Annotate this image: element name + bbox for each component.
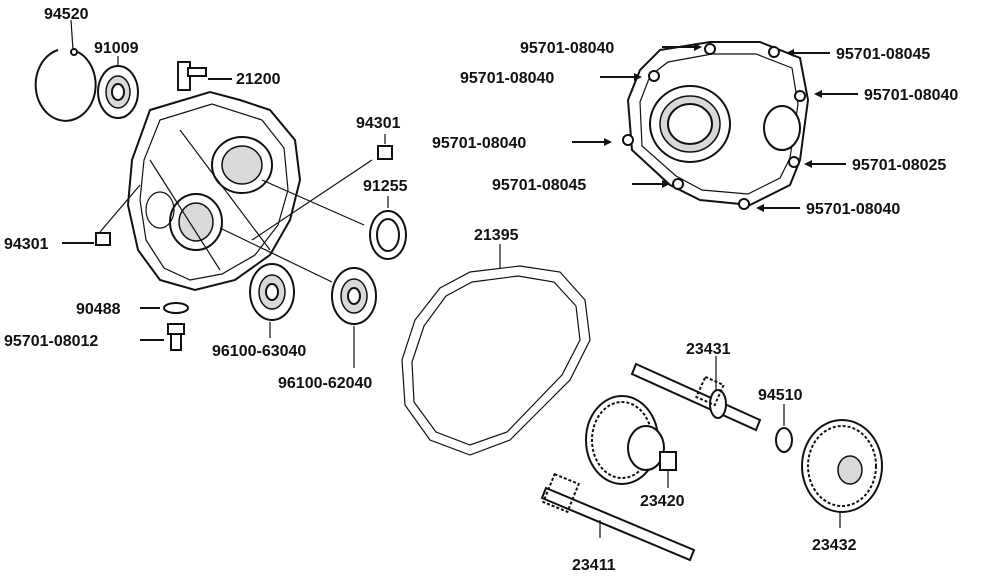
oil-seal-91255	[261, 179, 407, 260]
label-cover-bolt-7: 95701-08045	[492, 177, 586, 194]
label-cover-bolt-8: 95701-08040	[806, 201, 900, 218]
label-91009: 91009	[94, 40, 139, 57]
label-cover-bolt-1: 95701-08040	[520, 40, 614, 57]
label-94301-right: 94301	[356, 115, 401, 132]
gasket-21395	[401, 244, 591, 456]
shaft-23411	[540, 472, 696, 562]
label-23431: 23431	[686, 341, 731, 358]
label-96100-63040: 96100-63040	[212, 343, 306, 360]
drain-bolt-95701-08012	[140, 323, 185, 351]
label-23411: 23411	[572, 557, 616, 574]
dowel-pin-94301-left	[62, 184, 141, 246]
label-cover-bolt-4: 95701-08040	[864, 87, 958, 104]
cover-callout-lines	[572, 43, 858, 212]
transmission-case	[126, 90, 302, 292]
bearing-96100-63040	[249, 263, 295, 338]
label-cover-bolt-3: 95701-08040	[460, 70, 554, 87]
label-94510: 94510	[758, 387, 803, 404]
label-cover-bolt-6: 95701-08025	[852, 157, 946, 174]
label-23420: 23420	[640, 493, 685, 510]
bearing-96100-62040	[219, 227, 377, 368]
label-94301-left: 94301	[4, 236, 49, 253]
bearing-91009	[97, 56, 139, 119]
dowel-pin-94301-right	[251, 134, 393, 241]
label-21395: 21395	[474, 227, 519, 244]
label-94520: 94520	[44, 6, 89, 23]
washer-90488	[140, 302, 189, 314]
label-23432: 23432	[812, 537, 857, 554]
label-21200: 21200	[236, 71, 281, 88]
breather-21200	[177, 61, 232, 91]
label-91255: 91255	[363, 178, 408, 195]
label-cover-bolt-2: 95701-08045	[836, 46, 930, 63]
label-95701-08012: 95701-08012	[4, 333, 98, 350]
gear-23432	[801, 419, 883, 528]
shaft-23431	[630, 356, 762, 432]
transmission-cover	[622, 41, 810, 210]
circlip-94520	[34, 19, 97, 122]
gear-23420	[585, 395, 677, 488]
label-cover-bolt-5: 95701-08040	[432, 135, 526, 152]
circlip-94510	[775, 404, 793, 453]
label-96100-62040: 96100-62040	[278, 375, 372, 392]
label-90488: 90488	[76, 301, 121, 318]
